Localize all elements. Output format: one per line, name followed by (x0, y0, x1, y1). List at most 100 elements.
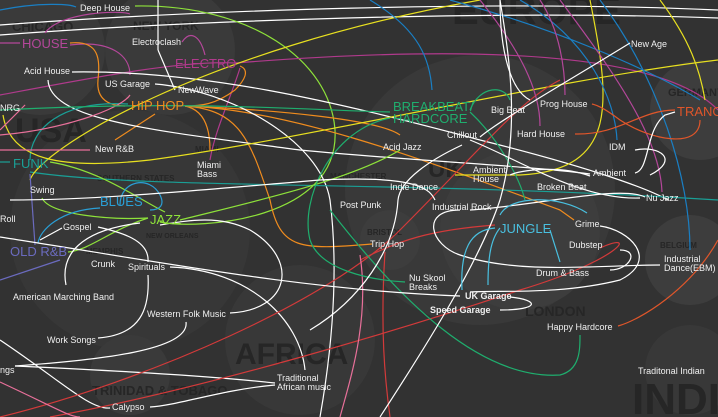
link-idm (634, 148, 666, 176)
genre-rock-roll-partial[interactable]: Roll (0, 214, 16, 224)
genre-nu-jazz[interactable]: Nu Jazz (646, 193, 679, 203)
genre-electroclash[interactable]: Electroclash (132, 37, 181, 47)
genre-spirituals[interactable]: Spirituals (128, 262, 166, 272)
genre-deep-house[interactable]: Deep House (80, 3, 130, 13)
link-red (49, 241, 620, 417)
region-label-newyork: NEW YORK (133, 19, 199, 33)
genre-breakbeat-line2[interactable]: HARDCORE (393, 111, 468, 126)
genre-newwave[interactable]: NewWave (178, 85, 219, 95)
genre-american-marching-band[interactable]: American Marching Band (13, 292, 114, 302)
genre-industrial-rock[interactable]: Industrial Rock (432, 202, 492, 212)
link-grime-blue (499, 199, 588, 216)
link-jungle-dnb (549, 229, 561, 263)
link-jungle (359, 224, 496, 261)
genre-jungle[interactable]: JUNGLE (500, 221, 552, 236)
genre-grime[interactable]: Grime (575, 219, 600, 229)
genre-swing[interactable]: Swing (30, 185, 55, 195)
genre-us-garage[interactable]: US Garage (105, 79, 150, 89)
genre-big-beat[interactable]: Big Beat (491, 105, 526, 115)
region-circle-india (645, 325, 718, 415)
genre-new-age[interactable]: New Age (631, 39, 667, 49)
genre-acid-house[interactable]: Acid House (24, 66, 70, 76)
genre-old-rnb[interactable]: OLD R&B (10, 244, 67, 259)
genre-broken-beat[interactable]: Broken Beat (537, 182, 587, 192)
link-house (44, 11, 131, 34)
link-speedgarage (499, 296, 532, 311)
genre-gospel[interactable]: Gospel (63, 222, 92, 232)
genre-western-folk-music[interactable]: Western Folk Music (147, 309, 226, 319)
genre-nu-skool-line1[interactable]: Nu Skool (409, 273, 446, 283)
genre-dubstep[interactable]: Dubstep (569, 240, 603, 250)
link (14, 321, 187, 367)
genre-uk-garage[interactable]: UK Garage (465, 291, 512, 301)
genre-trance[interactable]: TRANCE (677, 104, 718, 119)
genre-nrg[interactable]: NRG (0, 103, 20, 113)
region-circle-london (440, 150, 600, 310)
link-funk-oldrnb (29, 173, 36, 246)
genre-jazz[interactable]: JAZZ (150, 212, 181, 227)
region-label-neworleans: NEW ORLEANS (146, 233, 199, 240)
genre-hip-hop[interactable]: HIP HOP (131, 98, 184, 113)
genre-trip-hop[interactable]: Trip Hop (370, 239, 404, 249)
link (71, 71, 669, 201)
genre-prog-house[interactable]: Prog House (540, 99, 588, 109)
genre-happy-hardcore[interactable]: Happy Hardcore (547, 322, 613, 332)
link-jazz-funk (49, 161, 166, 213)
genre-blues[interactable]: BLUES (100, 194, 143, 209)
genre-acid-jazz[interactable]: Acid Jazz (383, 142, 422, 152)
genre-crunk[interactable]: Crunk (91, 259, 116, 269)
link-breakbeat (0, 105, 391, 113)
link-trance-hardhouse (574, 109, 676, 135)
link-electro (234, 53, 718, 111)
link-gospel (39, 227, 63, 241)
genre-african-line1[interactable]: Traditional (277, 373, 319, 383)
genre-idm[interactable]: IDM (609, 142, 626, 152)
genre-work-songs[interactable]: Work Songs (47, 335, 96, 345)
genre-calypso[interactable]: Calypso (112, 402, 145, 412)
genre-post-punk[interactable]: Post Punk (340, 200, 382, 210)
genre-traditional-indian[interactable]: Traditonal Indian (638, 366, 705, 376)
genre-funk[interactable]: FUNK (13, 156, 49, 171)
genre-breakbeat-line1[interactable]: BREAKBEAT/ (393, 99, 474, 114)
link-nujazz (559, 0, 663, 193)
link-dubstep-dnb (609, 249, 632, 271)
genre-miami-bass-line1[interactable]: Miami (197, 160, 221, 170)
link-prog (539, 0, 566, 96)
link-jazz-oldrnb (67, 217, 149, 253)
link-ambient-house (509, 168, 591, 177)
genre-indie-dance[interactable]: Indie Dance (390, 182, 438, 192)
genre-ambient-house-line1[interactable]: Ambient (473, 165, 507, 175)
genre-miami-bass-line2[interactable]: Bass (197, 169, 218, 179)
link-oldrnb (0, 259, 61, 281)
genre-house[interactable]: HOUSE (22, 36, 69, 51)
region-circle-south (10, 110, 250, 350)
link-nuskool (307, 117, 406, 283)
genre-ambient[interactable]: Ambient (593, 168, 627, 178)
region-label-manchester: MANCHESTER (330, 172, 387, 181)
link-electroclash (181, 34, 206, 56)
link (469, 139, 641, 199)
link-blues-oldrnb (37, 207, 101, 244)
link-jazz-swing (41, 197, 149, 219)
genre-ebm-line2[interactable]: Dance(EBM) (664, 263, 716, 273)
link-african (14, 365, 276, 384)
genre-chillout[interactable]: Chillout (447, 130, 478, 140)
genre-nu-skool-line2[interactable]: Breaks (409, 282, 438, 292)
genre-ebm-line1[interactable]: Industrial (664, 254, 701, 264)
link-worksongs (97, 274, 149, 339)
genre-electro[interactable]: ELECTRO (175, 56, 236, 71)
genre-hard-house[interactable]: Hard House (517, 129, 565, 139)
genre-new-rnb[interactable]: New R&B (95, 144, 134, 154)
genre-drum-and-bass[interactable]: Drum & Bass (536, 268, 590, 278)
genre-ambient-house-line2[interactable]: House (473, 174, 499, 184)
region-label-usa: USA (15, 112, 87, 150)
genre-songs-partial[interactable]: ngs (0, 365, 15, 375)
genre-speed-garage[interactable]: Speed Garage (430, 305, 491, 315)
genre-nodes: Deep House HOUSE Electroclash ELECTRO Ac… (0, 3, 718, 412)
link-ambient-trance (634, 111, 676, 174)
genre-african-line2[interactable]: African music (277, 382, 332, 392)
link-grime (469, 225, 640, 293)
region-label-africa: AFRICA (235, 338, 348, 371)
